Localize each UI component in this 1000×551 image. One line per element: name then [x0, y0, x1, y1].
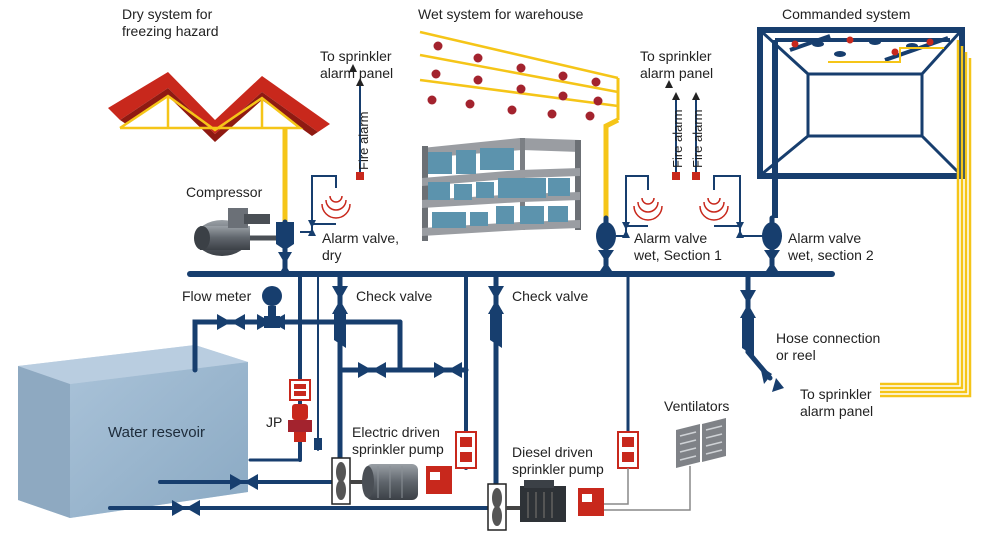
water-reservoir: [18, 345, 248, 518]
label-alarm-valve-wet2: Alarm valve wet, section 2: [788, 230, 874, 263]
label-fire-alarm-wet1: Fire alarm: [670, 109, 685, 168]
ventilators: [676, 418, 726, 468]
label-flow-meter: Flow meter: [182, 288, 252, 304]
fire-alarm-circuits: [300, 84, 782, 237]
alarm-sirens: [321, 195, 729, 221]
commanded-room: [757, 27, 972, 398]
label-hose-connection: Hose connection or reel: [776, 330, 881, 363]
label-compressor: Compressor: [186, 184, 263, 200]
valves: [172, 250, 784, 516]
sprinkler-heads: [427, 41, 603, 121]
label-alarm-valve-dry: Alarm valve, dry: [322, 230, 400, 263]
label-commanded-system: Commanded system: [782, 6, 911, 22]
label-check-valve-1: Check valve: [356, 288, 433, 304]
label-dry-system: Dry system for freezing hazard: [122, 6, 219, 39]
electric-pump: [331, 457, 418, 505]
flow-meter: [262, 286, 282, 328]
label-water-reservoir: Water resevoir: [108, 424, 205, 441]
label-check-valve-2: Check valve: [512, 288, 589, 304]
compressor: [194, 208, 276, 256]
label-alarm-valve-wet1: Alarm valve wet, Section 1: [634, 230, 722, 263]
label-to-panel-wet: To sprinkler alarm panel: [640, 48, 714, 81]
warehouse-rack: [422, 138, 581, 241]
electric-pump-controller: [426, 431, 477, 494]
label-to-panel-dry: To sprinkler alarm panel: [320, 48, 394, 81]
check-valves: [334, 310, 754, 356]
diesel-pump-controller: [578, 431, 691, 516]
jockey-pump: [288, 379, 322, 450]
dry-system-roof: [108, 72, 330, 222]
label-ventilators: Ventilators: [664, 398, 730, 414]
label-to-panel-commanded: To sprinkler alarm panel: [800, 386, 874, 419]
label-jp: JP: [266, 414, 283, 430]
diesel-pump: [487, 480, 566, 531]
label-wet-system: Wet system for warehouse: [418, 6, 584, 22]
pressure-switches: [308, 220, 744, 238]
alarm-bells: [349, 64, 700, 180]
label-fire-alarm-dry: Fire alarm: [356, 111, 371, 170]
wet-system-sprinkler-lines: [419, 30, 620, 218]
label-fire-alarm-wet2: Fire alarm: [690, 109, 705, 168]
label-electric-pump: Electric driven sprinkler pump: [352, 424, 444, 457]
label-diesel-pump: Diesel driven sprinkler pump: [512, 444, 604, 477]
